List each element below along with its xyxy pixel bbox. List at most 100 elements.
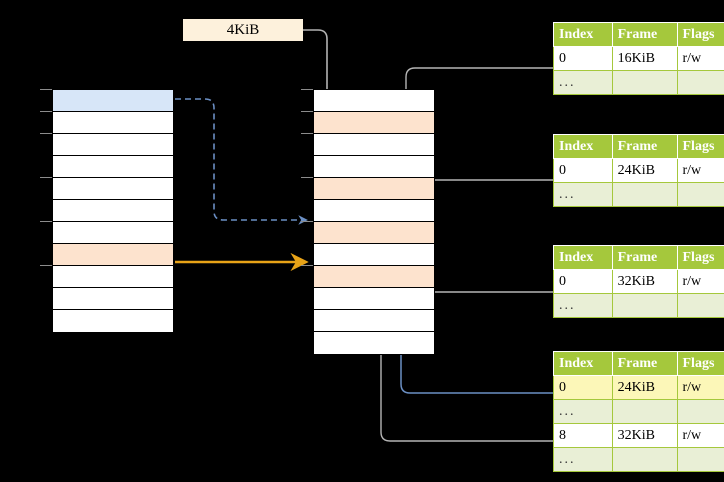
cell-frame: 24KiB [611, 158, 678, 183]
physical-tick [301, 221, 313, 222]
physical-row [314, 222, 434, 244]
cell-index: ... [553, 399, 613, 424]
physical-tick [301, 177, 313, 178]
table3-frame-pointer [414, 260, 553, 293]
physical-row [314, 178, 434, 200]
cell-flags [676, 293, 724, 318]
cell-flags: r/w [676, 269, 724, 294]
cell-flags [676, 447, 724, 472]
physical-row [314, 134, 434, 156]
physical-tick [301, 89, 313, 90]
cell-index: ... [553, 70, 613, 95]
cell-index: 8 [553, 423, 613, 448]
cell-index: ... [553, 447, 613, 472]
cell-frame: 24KiB [611, 375, 678, 400]
table-ellipsis-row: ... [553, 70, 724, 95]
cell-flags [676, 182, 724, 207]
cell-index: 0 [553, 269, 613, 294]
cell-frame [611, 293, 678, 318]
cell-frame [611, 182, 678, 207]
column-header-flags: Flags [676, 245, 724, 270]
dashed-blue-mapping-arrow [175, 98, 308, 225]
virtual-row [53, 90, 173, 112]
cell-flags: r/w [676, 46, 724, 71]
table-ellipsis-row: ... [553, 293, 724, 318]
cell-frame [611, 399, 678, 424]
cell-frame: 32KiB [611, 269, 678, 294]
physical-tick [301, 265, 313, 266]
cell-index: ... [553, 182, 613, 207]
physical-row [314, 200, 434, 222]
column-header-frame: Frame [611, 22, 678, 47]
virtual-tick [40, 177, 52, 178]
virtual-row [53, 178, 173, 200]
virtual-row [53, 244, 173, 266]
table-ellipsis-row: ... [553, 182, 724, 207]
column-header-frame: Frame [611, 351, 678, 376]
virtual-row [53, 266, 173, 288]
table-ellipsis-row: ... [553, 399, 724, 424]
physical-row [314, 112, 434, 134]
table2-frame-pointer [414, 179, 553, 214]
virtual-row [53, 200, 173, 222]
physical-row [314, 244, 434, 266]
cell-flags: r/w [676, 375, 724, 400]
page-size-label: 4KiB [183, 19, 303, 41]
cell-index: 0 [553, 375, 613, 400]
physical-row [314, 90, 434, 112]
cell-flags: r/w [676, 423, 724, 448]
virtual-tick [40, 221, 52, 222]
cell-frame: 16KiB [611, 46, 678, 71]
virtual-address-space-column [52, 89, 174, 333]
column-header-index: Index [553, 351, 613, 376]
cell-flags: r/w [676, 158, 724, 183]
table-ellipsis-row: ... [553, 447, 724, 472]
physical-tick [301, 111, 313, 112]
column-header-flags: Flags [676, 22, 724, 47]
physical-row [314, 288, 434, 310]
virtual-row [53, 134, 173, 156]
virtual-tick [40, 265, 52, 266]
physical-row [314, 332, 434, 354]
physical-tick [301, 133, 313, 134]
cell-flags [676, 70, 724, 95]
cell-frame [611, 447, 678, 472]
column-header-frame: Frame [611, 134, 678, 159]
virtual-tick [40, 89, 52, 90]
cell-frame: 32KiB [611, 423, 678, 448]
physical-memory-column [313, 89, 435, 355]
virtual-row [53, 222, 173, 244]
cell-index: 0 [553, 158, 613, 183]
physical-row [314, 310, 434, 332]
column-header-flags: Flags [676, 134, 724, 159]
cell-index: ... [553, 293, 613, 318]
virtual-tick [40, 133, 52, 134]
virtual-row [53, 156, 173, 178]
virtual-row [53, 112, 173, 134]
virtual-row [53, 310, 173, 332]
column-header-index: Index [553, 22, 613, 47]
physical-row [314, 156, 434, 178]
column-header-index: Index [553, 134, 613, 159]
physical-row [314, 266, 434, 288]
column-header-frame: Frame [611, 245, 678, 270]
virtual-row [53, 288, 173, 310]
column-header-flags: Flags [676, 351, 724, 376]
virtual-tick [40, 111, 52, 112]
cell-flags [676, 399, 724, 424]
cell-frame [611, 70, 678, 95]
